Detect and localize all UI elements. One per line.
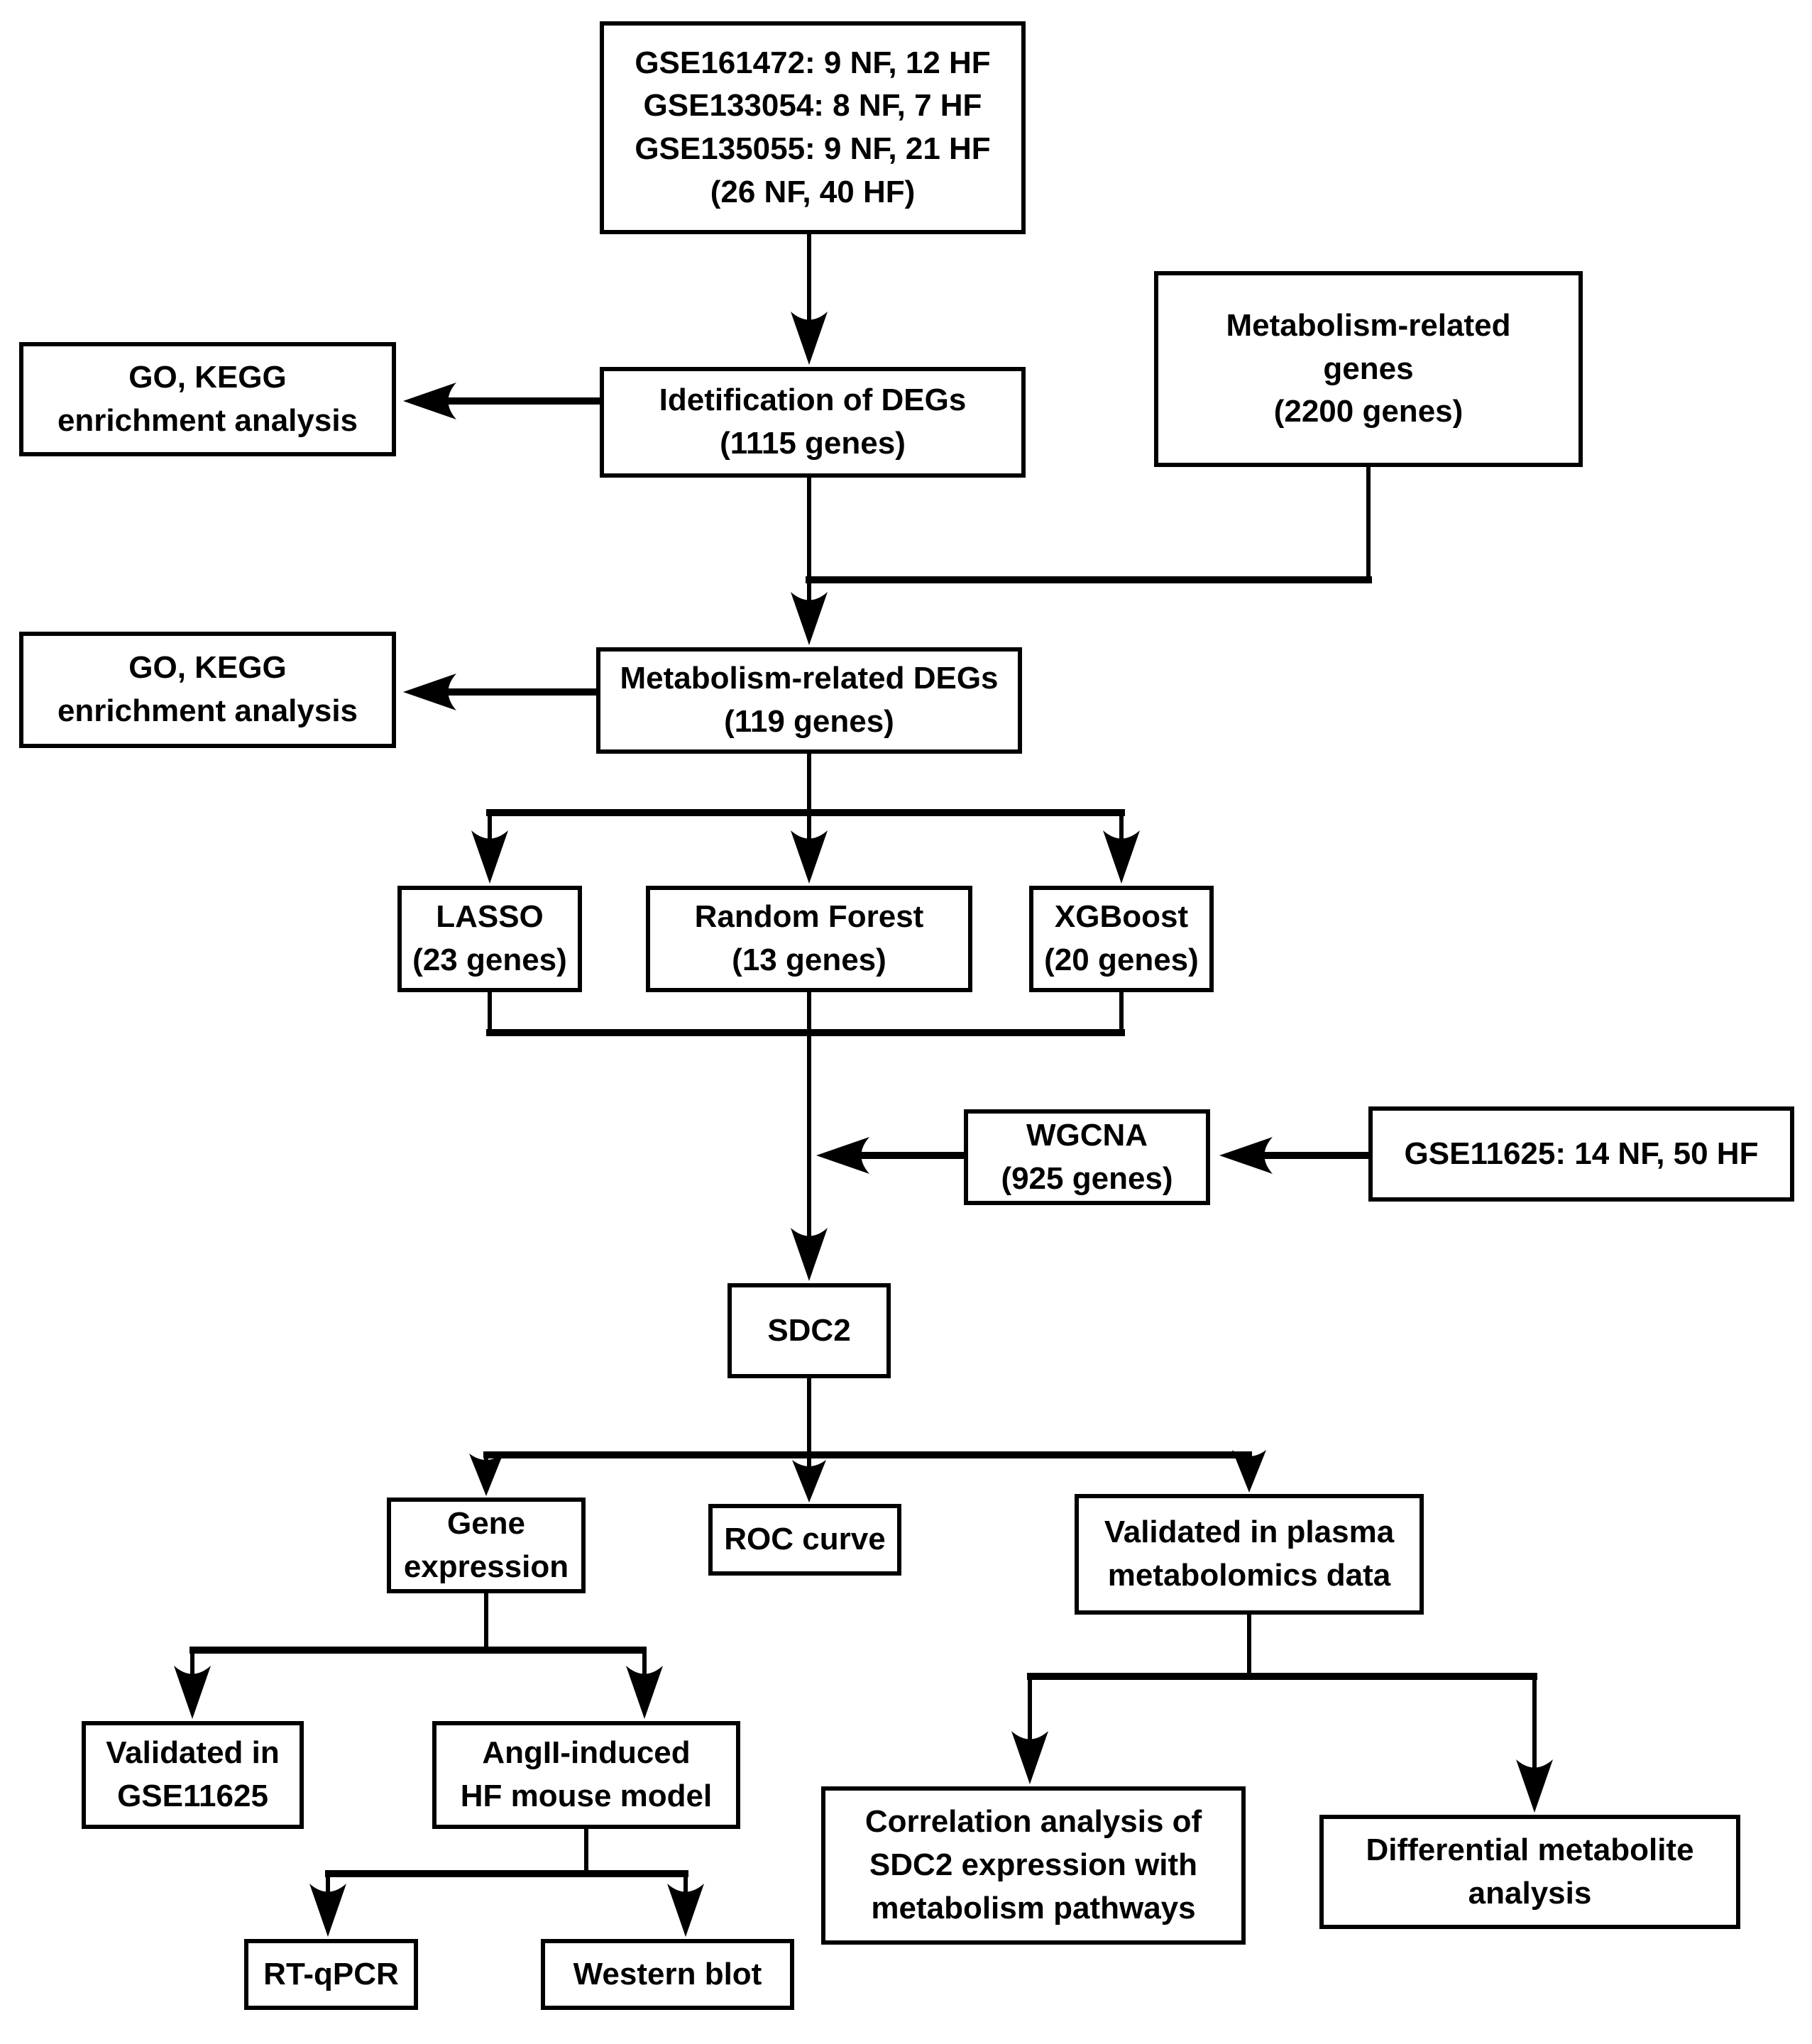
node-validated-gse11625: Validated in GSE11625 xyxy=(82,1721,304,1829)
node-wgcna: WGCNA (925 genes) xyxy=(964,1109,1210,1205)
arrowhead-icon xyxy=(791,1228,828,1281)
arrowhead-icon xyxy=(309,1884,346,1937)
node-metabolism-degs: Metabolism-related DEGs (119 genes) xyxy=(596,647,1022,754)
arrowhead-icon xyxy=(1516,1759,1553,1813)
node-roc-curve: ROC curve xyxy=(708,1504,901,1576)
arrowhead-icon xyxy=(1219,1137,1273,1174)
node-random-forest: Random Forest (13 genes) xyxy=(646,886,972,992)
node-correlation-analysis: Correlation analysis of SDC2 expression … xyxy=(821,1786,1246,1945)
node-plasma-validation: Validated in plasma metabolomics data xyxy=(1075,1494,1424,1615)
node-go-kegg-2: GO, KEGG enrichment analysis xyxy=(19,632,396,748)
node-rt-qpcr: RT-qPCR xyxy=(244,1939,418,2010)
arrowhead-icon xyxy=(1103,830,1140,884)
node-western-blot: Western blot xyxy=(541,1939,794,2010)
arrowhead-icon xyxy=(816,1137,869,1174)
arrowhead-icon xyxy=(791,312,828,365)
node-xgboost: XGBoost (20 genes) xyxy=(1029,886,1214,992)
arrowheads xyxy=(174,312,1553,1937)
node-gse11625: GSE11625: 14 NF, 50 HF xyxy=(1368,1106,1794,1202)
arrowhead-icon xyxy=(469,1454,503,1496)
arrowhead-icon xyxy=(667,1884,704,1937)
arrowhead-icon xyxy=(471,830,508,884)
arrowhead-icon xyxy=(791,830,828,884)
node-deg-identification: Idetification of DEGs (1115 genes) xyxy=(600,367,1026,478)
node-gene-expression: Gene expression xyxy=(387,1498,586,1593)
arrowhead-icon xyxy=(1232,1450,1266,1493)
arrowhead-icon xyxy=(791,592,828,645)
node-sdc2: SDC2 xyxy=(727,1283,891,1378)
arrowhead-icon xyxy=(626,1666,663,1719)
node-lasso: LASSO (23 genes) xyxy=(397,886,582,992)
arrowhead-icon xyxy=(792,1460,826,1502)
node-angii-model: AngII-induced HF mouse model xyxy=(432,1721,740,1829)
arrowhead-icon xyxy=(1011,1731,1048,1784)
arrowhead-icon xyxy=(403,674,456,710)
node-metabolism-genes: Metabolism-related genes (2200 genes) xyxy=(1154,271,1583,467)
node-go-kegg-1: GO, KEGG enrichment analysis xyxy=(19,342,396,456)
arrowhead-icon xyxy=(403,383,456,419)
arrowhead-icon xyxy=(174,1666,211,1719)
edges xyxy=(190,234,1537,1896)
node-datasets: GSE161472: 9 NF, 12 HF GSE133054: 8 NF, … xyxy=(600,21,1026,234)
node-differential-metabolite: Differential metabolite analysis xyxy=(1319,1815,1740,1929)
